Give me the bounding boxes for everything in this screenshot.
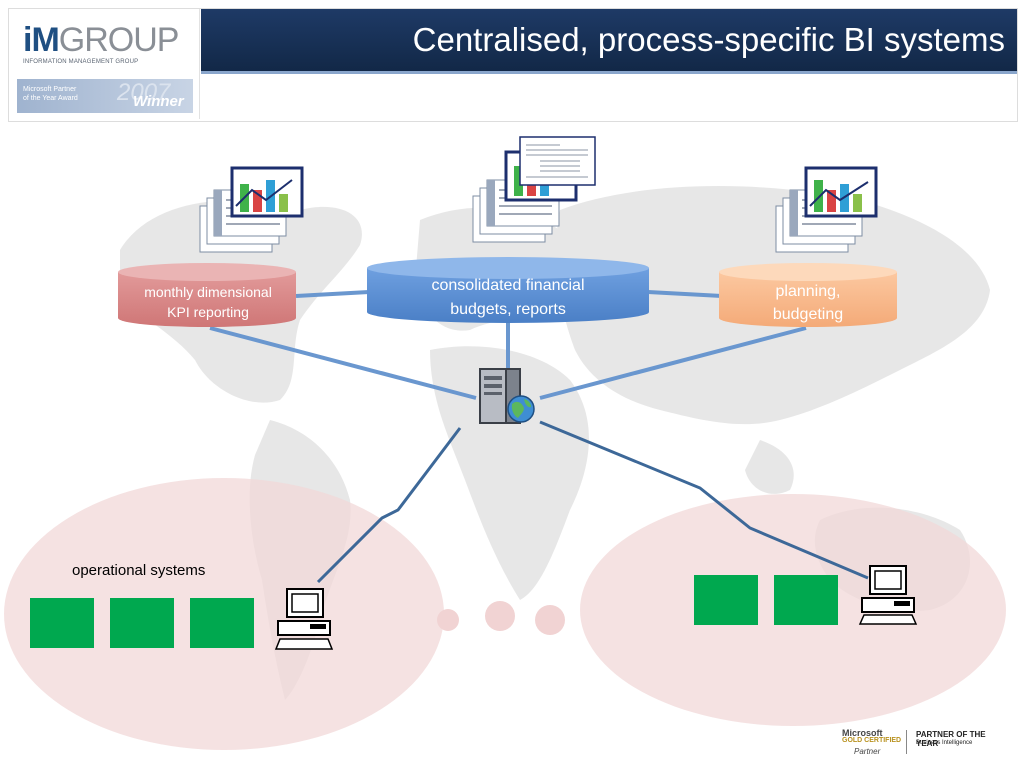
company-logo: iMGROUP INFORMATION MANAGEMENT GROUP Mic… — [9, 9, 200, 119]
title-bar: Centralised, process-specific BI systems — [201, 9, 1017, 71]
client-pc-right — [858, 565, 918, 625]
db-label-left: monthly dimensional KPI reporting — [144, 284, 272, 320]
wan-links — [316, 420, 869, 584]
db-left — [118, 263, 296, 327]
db-label-center: consolidated financial budgets, reports — [431, 277, 585, 318]
server-icon — [479, 368, 535, 424]
db-right — [719, 263, 897, 327]
operational-system-boxes-right — [694, 575, 838, 625]
report-stack-right — [775, 166, 878, 253]
partner-logo: Microsoft GOLD CERTIFIED Partner PARTNER… — [842, 728, 986, 756]
operational-system-boxes-left — [30, 598, 254, 648]
report-stack-left — [199, 166, 304, 253]
client-pc-left — [274, 588, 334, 650]
page-title: Centralised, process-specific BI systems — [412, 21, 1005, 58]
award-year: 2007 — [117, 79, 171, 106]
logo-wordmark: iMGROUP — [23, 21, 179, 59]
logo-tagline: INFORMATION MANAGEMENT GROUP — [23, 59, 139, 65]
award-winner: Winner — [133, 93, 184, 110]
db-label-right: planning, budgeting — [772, 283, 844, 323]
operational-systems-label: operational systems — [72, 562, 206, 579]
report-stack-center — [472, 136, 596, 243]
db-links — [209, 290, 807, 400]
slide-header: iMGROUP INFORMATION MANAGEMENT GROUP Mic… — [8, 8, 1018, 122]
title-underline — [201, 71, 1017, 74]
ellipsis-dots — [437, 601, 565, 635]
db-center — [367, 257, 649, 323]
